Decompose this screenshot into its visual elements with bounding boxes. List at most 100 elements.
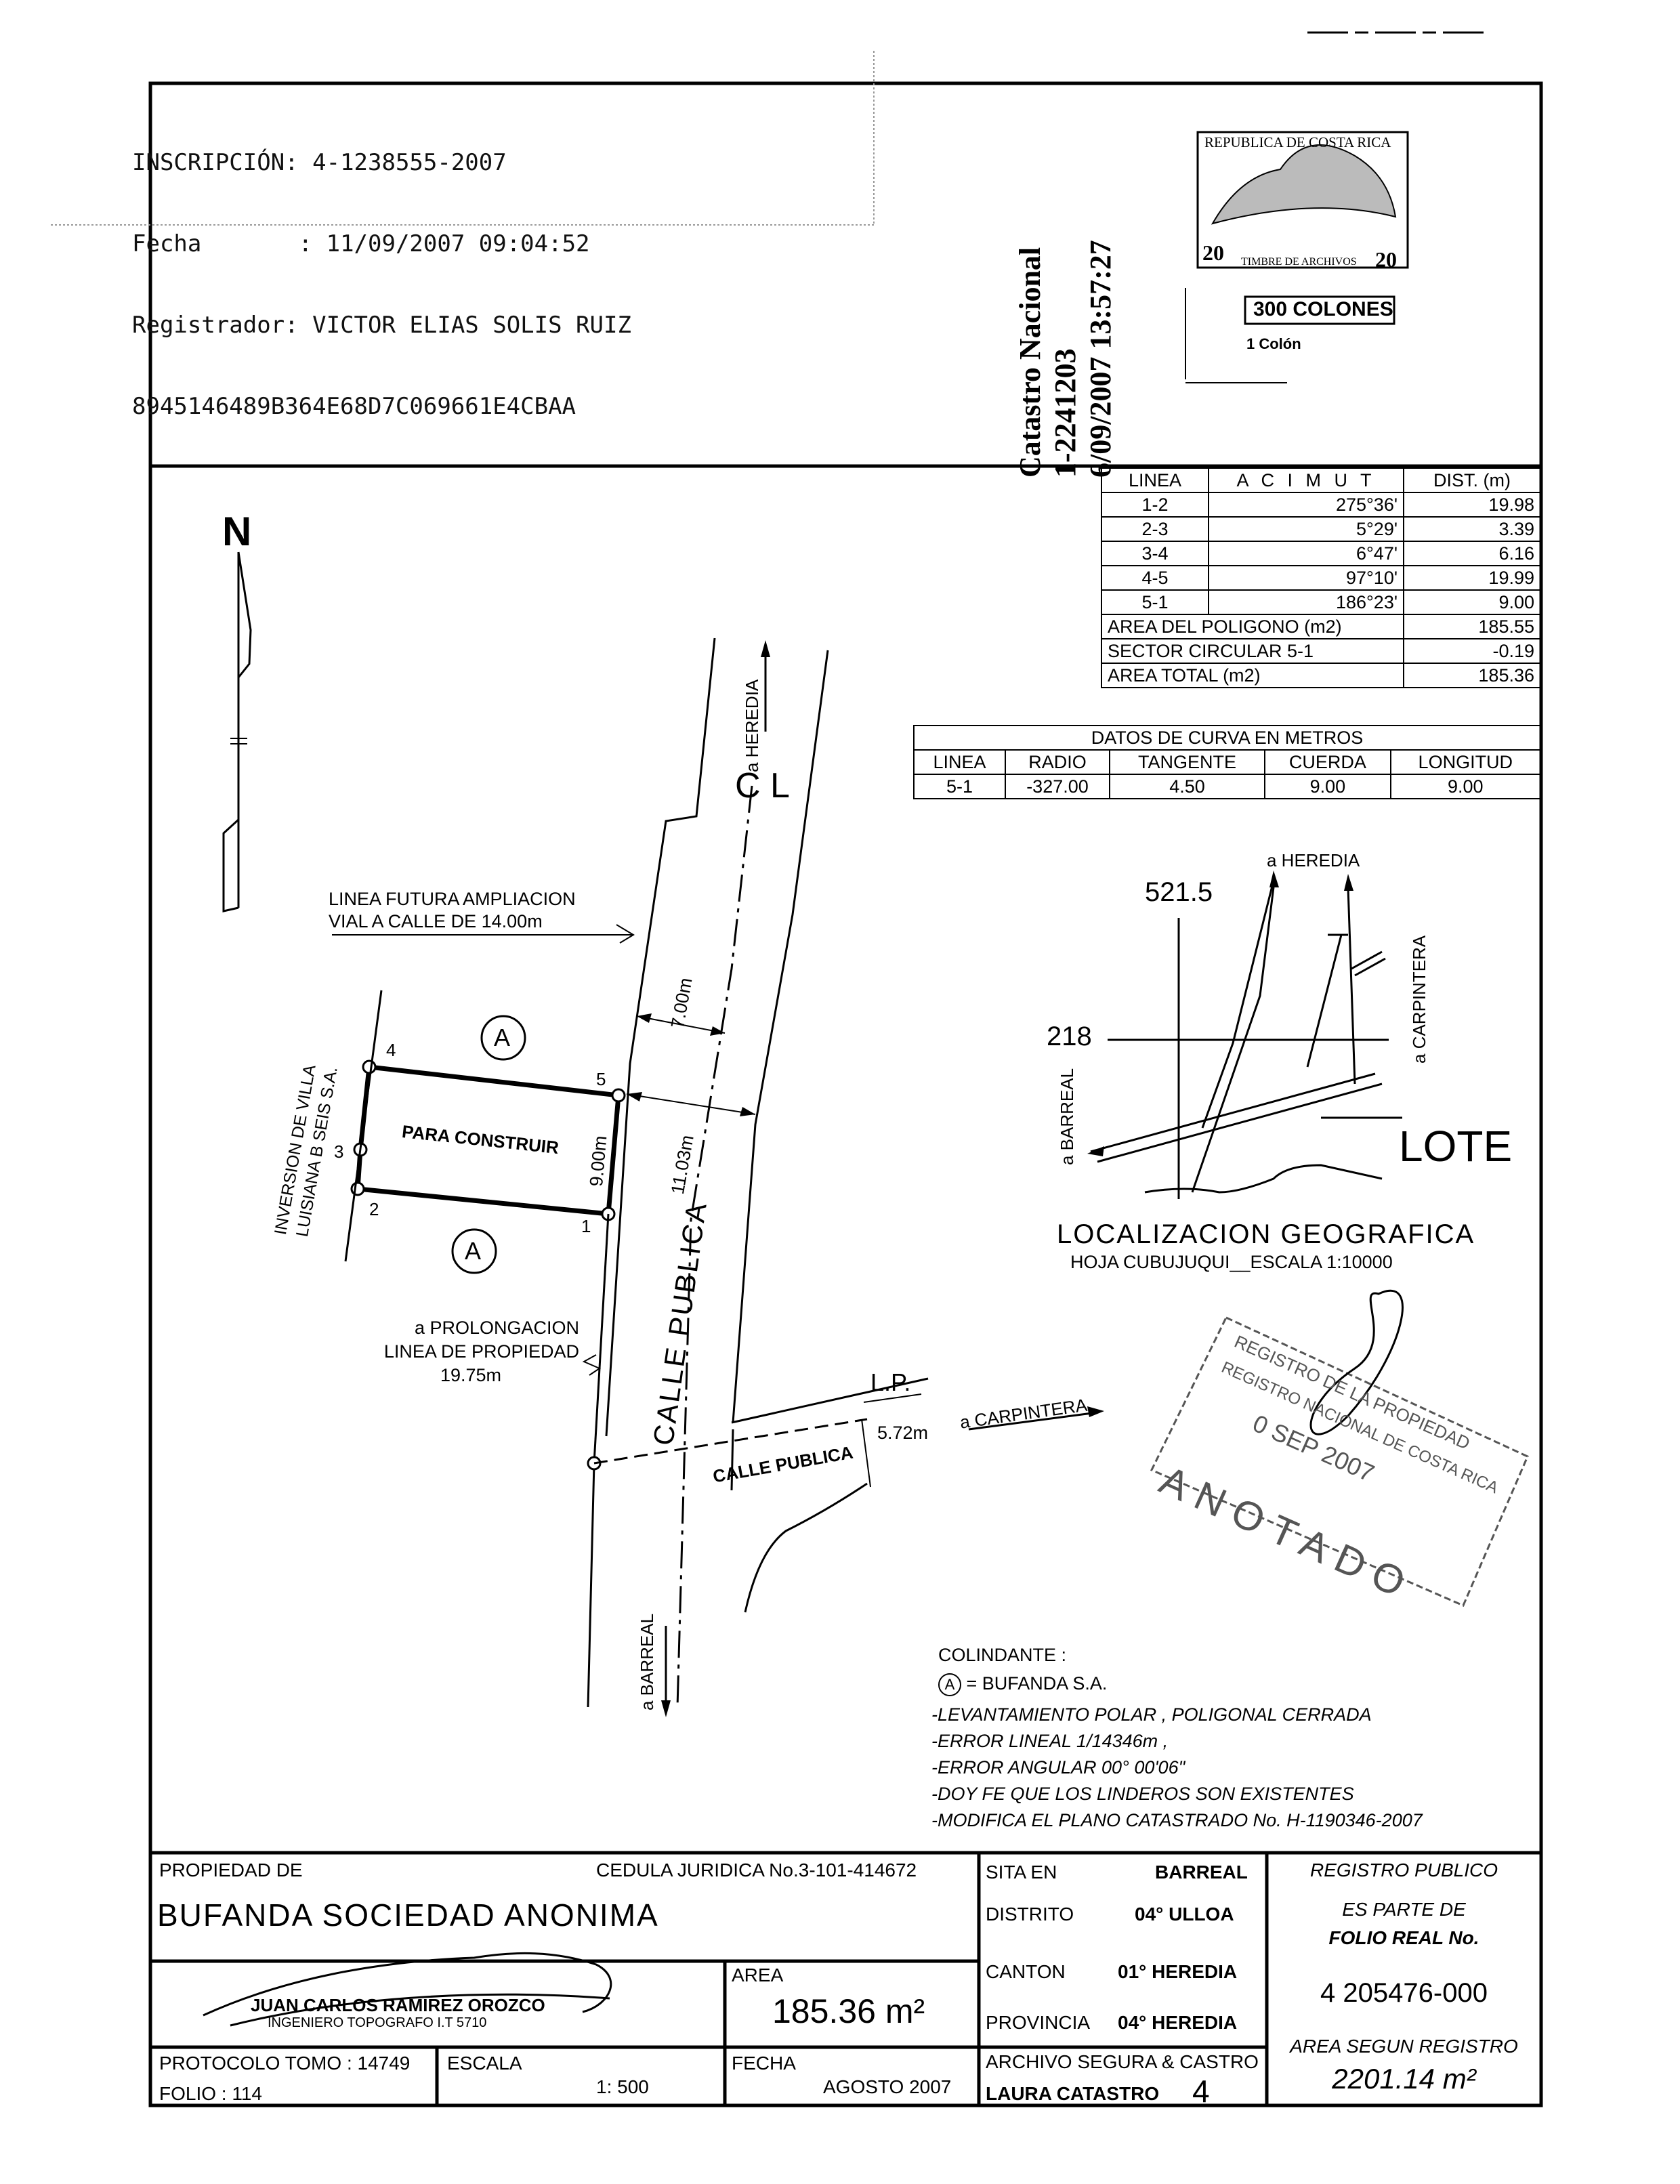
- summary-label: AREA DEL POLIGONO (m2): [1101, 614, 1404, 639]
- colindante-a-label: A: [465, 1237, 482, 1265]
- property-line: [593, 1418, 868, 1465]
- note-line: -LEVANTAMIENTO POLAR , POLIGONAL CERRADA: [931, 1704, 1372, 1725]
- signature-loop: [1309, 1289, 1404, 1435]
- dimension-lines: [626, 1015, 756, 1115]
- inscription-hash: 8945146489B364E68D7C069661E4CBAA: [132, 393, 576, 420]
- laura-number: 4: [1192, 2074, 1210, 2109]
- location-coord-x: 521.5: [1145, 877, 1213, 907]
- distrito-value: 04° ULLOA: [1135, 1904, 1234, 1925]
- fecha-value: : 11/09/2007 09:04:52: [298, 230, 590, 257]
- neighbor-boundary: [344, 990, 383, 1262]
- colindante-a-marker: [480, 1015, 526, 1061]
- note-line: -MODIFICA EL PLANO CATASTRADO No. H-1190…: [931, 1810, 1423, 1830]
- location-carpintera-label: a CARPINTERA: [1409, 935, 1429, 1064]
- note-line: -ERROR LINEAL 1/14346m ,: [931, 1731, 1169, 1751]
- location-heredia-label: a HEREDIA: [1267, 850, 1360, 870]
- azimuth-summary-row: SECTOR CIRCULAR 5-1-0.19: [1101, 638, 1541, 664]
- colindante-value: = BUFANDA S.A.: [966, 1673, 1108, 1694]
- point-label-4: 4: [386, 1040, 396, 1060]
- laura-label: LAURA CATASTRO: [986, 2083, 1160, 2104]
- stamp-value-left: 20: [1202, 240, 1224, 265]
- stamp-building-icon: [1211, 144, 1397, 225]
- azimuth-cell: 5-1: [1101, 589, 1209, 615]
- prolongation-line: [593, 1213, 610, 1464]
- azimuth-cell: 3.39: [1403, 516, 1541, 542]
- location-map: [1090, 880, 1402, 1199]
- overprint-frame: [1244, 295, 1395, 325]
- location-coord-y: 218: [1047, 1022, 1092, 1051]
- summary-label: SECTOR CIRCULAR 5-1: [1101, 638, 1404, 664]
- azimuth-header: LINEA: [1101, 467, 1209, 493]
- summary-value: -0.19: [1403, 638, 1541, 664]
- prolongation-label: a PROLONGACION: [414, 1318, 579, 1338]
- registry-stamp-frame: [1150, 1316, 1529, 1607]
- sita-label: SITA EN: [986, 1862, 1057, 1883]
- prolongation-distance: 19.75m: [440, 1365, 502, 1385]
- provincia-label: PROVINCIA: [986, 2012, 1091, 2033]
- area-label: AREA: [732, 1965, 784, 1986]
- location-subtitle: HOJA CUBUJUQUI__ESCALA 1:10000: [1070, 1252, 1393, 1272]
- archivo-label: ARCHIVO SEGURA & CASTRO: [986, 2051, 1259, 2072]
- curve-row: 5-1 -327.00 4.50 9.00 9.00: [913, 774, 1542, 799]
- curve-header: RADIO: [1004, 749, 1110, 775]
- azimuth-cell: 6.16: [1403, 541, 1541, 566]
- curve-cell: 5-1: [913, 774, 1006, 799]
- curve-cell: 9.00: [1264, 774, 1391, 799]
- folio: FOLIO : 114: [159, 2083, 262, 2104]
- future-line-label: LINEA FUTURA AMPLIACION: [329, 889, 576, 909]
- summary-label: AREA TOTAL (m2): [1101, 663, 1404, 688]
- stamp-overprint: 300 COLONES: [1253, 298, 1393, 320]
- north-label: N: [222, 509, 252, 554]
- azimuth-cell: 4-5: [1101, 565, 1209, 591]
- colindante-a-marker: [451, 1228, 497, 1274]
- a-heredia-label: a HEREDIA: [742, 679, 762, 772]
- azimuth-cell: 19.99: [1403, 565, 1541, 591]
- curve-header-row: LINEA RADIO TANGENTE CUERDA LONGITUD: [913, 749, 1542, 775]
- area-value: 185.36 m²: [772, 1992, 925, 2030]
- azimuth-header: DIST. (m): [1403, 467, 1541, 493]
- stamp-value-right: 20: [1375, 247, 1397, 272]
- stamp-subvalue: 1 Colón: [1246, 335, 1301, 352]
- curve-table-title: DATOS DE CURVA EN METROS: [913, 725, 1541, 751]
- future-line-label: VIAL A CALLE DE 14.00m: [329, 911, 543, 931]
- street-edges: [605, 637, 929, 1613]
- azimuth-cell: 1-2: [1101, 492, 1209, 518]
- folio-real-value: 4 205476-000: [1320, 1978, 1488, 2008]
- azimuth-cell: 275°36': [1208, 492, 1404, 518]
- point-label-1: 1: [581, 1216, 591, 1236]
- azimuth-cell: 186°23': [1208, 589, 1404, 615]
- azimuth-header: A C I M U T: [1208, 467, 1404, 493]
- prolongation-label: LINEA DE PROPIEDAD: [383, 1341, 579, 1362]
- surveyor-signature: [203, 1952, 612, 2027]
- inscription-number: 4-1238555-2007: [312, 149, 507, 176]
- curve-table: DATOS DE CURVA EN METROS LINEA RADIO TAN…: [913, 725, 1542, 799]
- registrador-label: Registrador:: [132, 312, 299, 339]
- azimuth-cell: 5°29': [1208, 516, 1404, 542]
- catastro-title: Catastro Nacional: [1013, 247, 1047, 478]
- azimuth-cell: 3-4: [1101, 541, 1209, 566]
- colindante-row: A = BUFANDA S.A.: [938, 1673, 1107, 1696]
- protocolo: PROTOCOLO TOMO : 14749: [159, 2053, 411, 2074]
- point-label-3: 3: [334, 1141, 344, 1162]
- lp-label: L.P.: [870, 1368, 911, 1396]
- sheet-border: [148, 81, 1543, 2107]
- surveyor-title: INGENIERO TOPOGRAFO I.T 5710: [268, 2015, 487, 2030]
- fecha-value: AGOSTO 2007: [823, 2076, 952, 2097]
- curve-cell: 4.50: [1108, 774, 1266, 799]
- folio-real-label: FOLIO REAL No.: [1328, 1927, 1479, 1948]
- propiedad-label: PROPIEDAD DE: [159, 1860, 303, 1881]
- street-centerline: [676, 785, 753, 1708]
- stamp-country: REPUBLICA DE COSTA RICA: [1204, 134, 1391, 150]
- es-parte-label: ES PARTE DE: [1342, 1899, 1466, 1920]
- curve-header: CUERDA: [1264, 749, 1391, 775]
- catastro-stamp: Catastro Nacional 1-2241203 6/09/2007 13…: [1013, 139, 1117, 478]
- cedula-juridica: CEDULA JURIDICA No.3-101-414672: [596, 1860, 917, 1881]
- note-line: -ERROR ANGULAR 00° 00'06": [931, 1757, 1185, 1778]
